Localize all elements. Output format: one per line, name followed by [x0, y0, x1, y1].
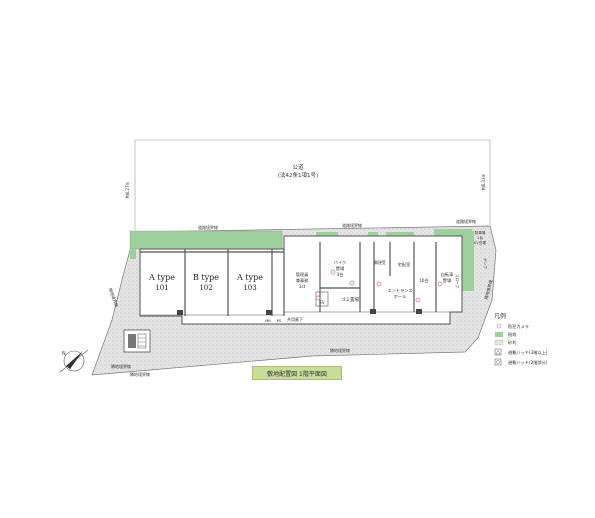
unit-103: A type 103: [236, 273, 263, 292]
external-stair: [123, 329, 151, 353]
road-width-left: 約6.27m: [124, 182, 130, 199]
ps-label: PS: [277, 319, 282, 323]
svg-text:管理員: 管理員: [296, 271, 309, 278]
public-road: 公道 (法42条1項1号) 約6.27m 約6.33m: [124, 139, 491, 230]
svg-text:1台: 1台: [477, 235, 483, 240]
svg-text:道路境界線: 道路境界線: [456, 218, 476, 224]
svg-text:道路境界線: 道路境界線: [342, 222, 362, 228]
svg-text:1st: 1st: [299, 284, 306, 289]
gravel-swatch: [494, 339, 504, 346]
security-cameras: [315, 269, 443, 303]
manager-room: 管理員 兼事務 1st: [296, 271, 309, 289]
stair-units: [177, 309, 422, 315]
interior-walls: [140, 242, 450, 316]
svg-text:駐車場: 駐車場: [475, 230, 486, 235]
legend: 凡例 防犯カメラ 植栽 砂利 避難ハッチ(3階以上) 避難ハッチ(2階部分): [494, 312, 548, 366]
slope-label: スロープ: [455, 274, 460, 289]
hatch-triangle-icon: [494, 348, 502, 356]
security-camera-icon: [496, 323, 502, 329]
garbage-room: ゴミ置場: [341, 296, 359, 303]
unit-102: B type 102: [193, 273, 219, 292]
svg-text:道路境界線: 道路境界線: [198, 224, 218, 230]
svg-text:植栽: 植栽: [508, 331, 517, 338]
svg-text:隣地境界線: 隣地境界線: [111, 363, 131, 369]
svg-text:隣地境界線: 隣地境界線: [130, 371, 150, 377]
svg-text:避難ハッチ(3階以上): 避難ハッチ(3階以上): [508, 349, 548, 356]
road-note: (法42条1項1号): [278, 171, 318, 179]
svg-text:防犯カメラ: 防犯カメラ: [508, 323, 529, 330]
green-swatch: [495, 332, 503, 337]
planting-strips: [129, 229, 474, 291]
corridor-label: 共用廊下: [287, 316, 303, 322]
svg-text:隣地境界線: 隣地境界線: [330, 347, 350, 353]
svg-text:エントランス: エントランス: [387, 288, 412, 294]
mb-label: MB: [265, 319, 271, 323]
bike-parking: バイク 置場 3台: [334, 260, 346, 278]
svg-text:EV充電: EV充電: [474, 240, 486, 245]
svg-text:3台: 3台: [337, 271, 344, 278]
unit-number: 101: [155, 284, 168, 292]
svg-text:兼事務: 兼事務: [296, 277, 309, 284]
svg-text:置場: 置場: [443, 277, 452, 284]
unit-101: A type 101: [148, 273, 175, 292]
unit-number: 103: [243, 284, 256, 292]
unit-type: B type: [193, 273, 219, 282]
svg-text:置場: 置場: [336, 265, 345, 272]
parking-space: 駐車場 1台 EV充電: [474, 230, 486, 245]
elevator-label: EV: [319, 300, 325, 305]
svg-text:自転車: 自転車: [441, 271, 454, 278]
svg-text:砂利: 砂利: [508, 339, 516, 346]
road-name: 公道: [292, 163, 304, 171]
unit-number: 102: [199, 284, 212, 292]
unit-type: A type: [148, 273, 175, 282]
plan-caption: 敷地配置図 1階平面図: [252, 366, 342, 380]
delivery-room: 宅配室: [398, 261, 411, 268]
svg-text:バイク: バイク: [334, 260, 346, 266]
compass-label: N: [62, 351, 66, 357]
svg-text:隣地境界線: 隣地境界線: [483, 279, 494, 300]
hatch-circle-icon: [494, 358, 502, 366]
unit-type: A type: [236, 273, 263, 282]
bicycle-parking: 自転車 置場 16台: [419, 271, 453, 284]
svg-text:ホール: ホール: [394, 294, 407, 299]
legend-title: 凡例: [494, 312, 506, 320]
north-compass: N: [59, 349, 89, 373]
road-width-right: 約6.33m: [480, 174, 486, 191]
svg-text:避難ハッチ(2階部分): 避難ハッチ(2階部分): [508, 359, 548, 366]
entrance-hall: エントランス ホール: [387, 288, 412, 299]
svg-text:16台: 16台: [419, 277, 429, 284]
mailbox-label: 郵便受: [374, 260, 386, 265]
pump-label: ポンプ: [483, 258, 488, 269]
